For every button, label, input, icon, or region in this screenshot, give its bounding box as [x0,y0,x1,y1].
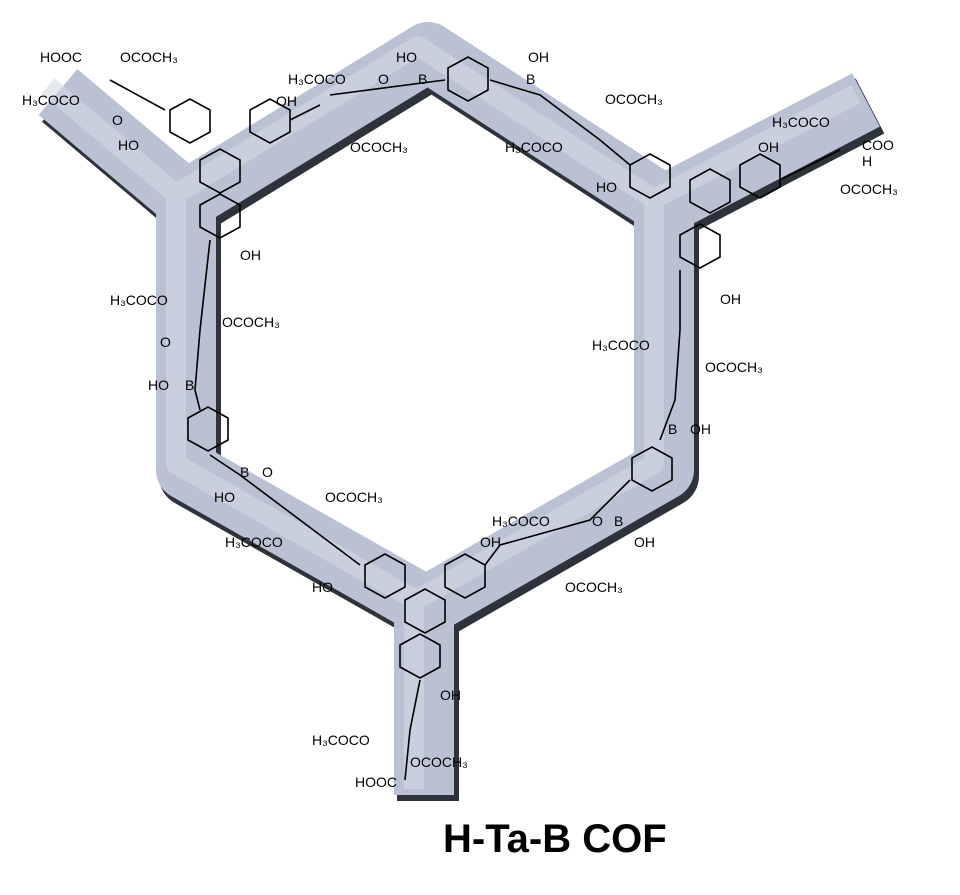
label: B [526,71,535,87]
label: H₃COCO [505,139,563,155]
label: H₃COCO [592,337,650,353]
label: OCOCH₃ [350,139,408,155]
label: OCOCH₃ [840,181,898,197]
label: COO [862,137,894,153]
label: OH [440,687,461,703]
label: B [185,377,194,393]
label: B [418,71,427,87]
label: OCOCH₃ [605,91,663,107]
label: HO [118,137,139,153]
label: OH [690,421,711,437]
label: OH [528,49,549,65]
label: OCOCH₃ [705,359,763,375]
label: HO [214,489,235,505]
label: OCOCH₃ [222,314,280,330]
label: O [378,71,389,87]
label: HOOC [355,774,397,790]
label: B [240,464,249,480]
label: OCOCH₃ [410,754,468,770]
label: OH [276,93,297,109]
label: OH [758,139,779,155]
label: OCOCH₃ [325,489,383,505]
label: O [592,513,603,529]
label: OH [240,247,261,263]
label: OH [720,291,741,307]
label: OH [480,534,501,550]
label: H₃COCO [225,534,283,550]
atom-labels: HOOC OCOCH₃ H₃COCO O HO B OH B H₃COCO O … [22,49,898,790]
label: B [668,421,677,437]
label: OH [634,534,655,550]
diagram-title: H-Ta-B COF [443,817,667,861]
label: HO [596,179,617,195]
label: H₃COCO [288,71,346,87]
label: O [160,334,171,350]
label: H₃COCO [312,732,370,748]
label: O [112,112,123,128]
label: HOOC [40,49,82,65]
label: HO [312,579,333,595]
label: H₃COCO [772,114,830,130]
aromatic-rings [109,56,841,781]
label: H [862,153,872,169]
label: H₃COCO [22,92,80,108]
label: H₃COCO [110,292,168,308]
label: B [614,513,623,529]
label: H₃COCO [492,513,550,529]
label: OCOCH₃ [120,49,178,65]
label: OCOCH₃ [565,579,623,595]
label: HO [396,49,417,65]
label: HO [148,377,169,393]
label: O [262,464,273,480]
